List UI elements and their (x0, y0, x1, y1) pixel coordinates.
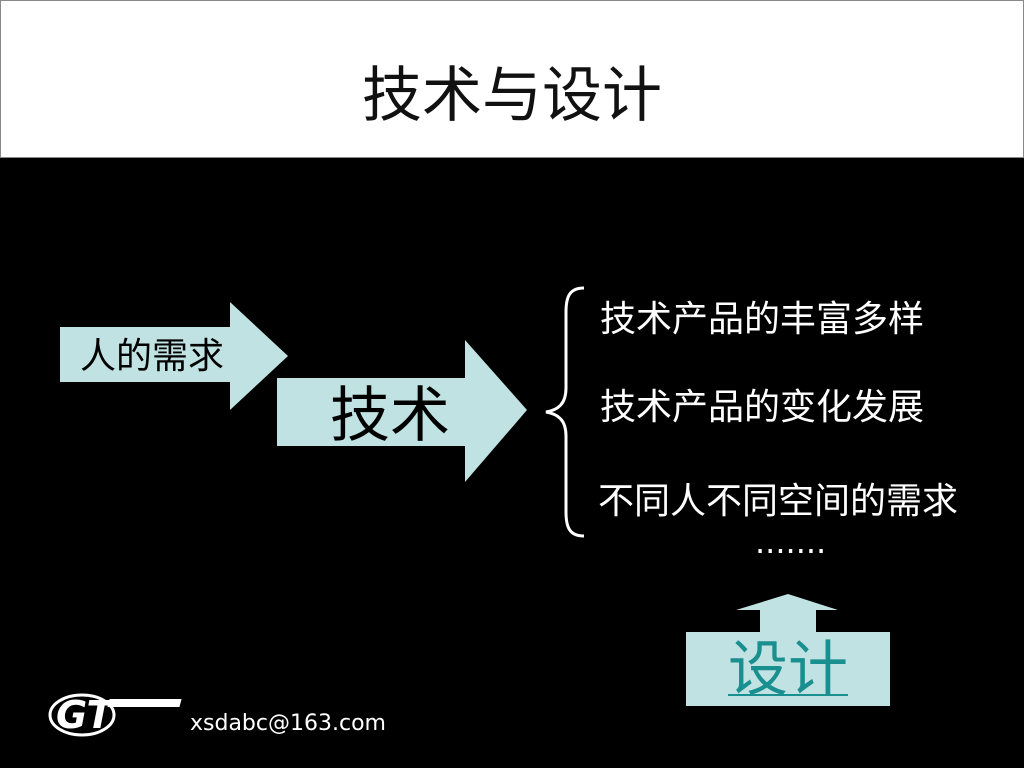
gt-logo-icon: GT (48, 693, 182, 737)
need-label: 人的需求 (80, 336, 225, 377)
item-tech-development: 技术产品的变化发展 (600, 387, 925, 428)
tech-label: 技术 (330, 381, 450, 451)
title-bar (0, 0, 1024, 158)
tech-arrow (277, 340, 527, 482)
svg-text:GT: GT (56, 693, 116, 737)
curly-brace-icon (545, 286, 585, 538)
item-diverse-needs: 不同人不同空间的需求 (598, 481, 959, 522)
ellipsis: ······· (755, 532, 827, 570)
footer-email: xsdabc@163.com (190, 711, 386, 736)
slide-title: 技术与设计 (362, 61, 662, 131)
design-label: 设计 (728, 635, 848, 705)
need-arrow (60, 302, 288, 410)
design-arrow (686, 594, 890, 706)
item-tech-variety: 技术产品的丰富多样 (600, 299, 925, 340)
